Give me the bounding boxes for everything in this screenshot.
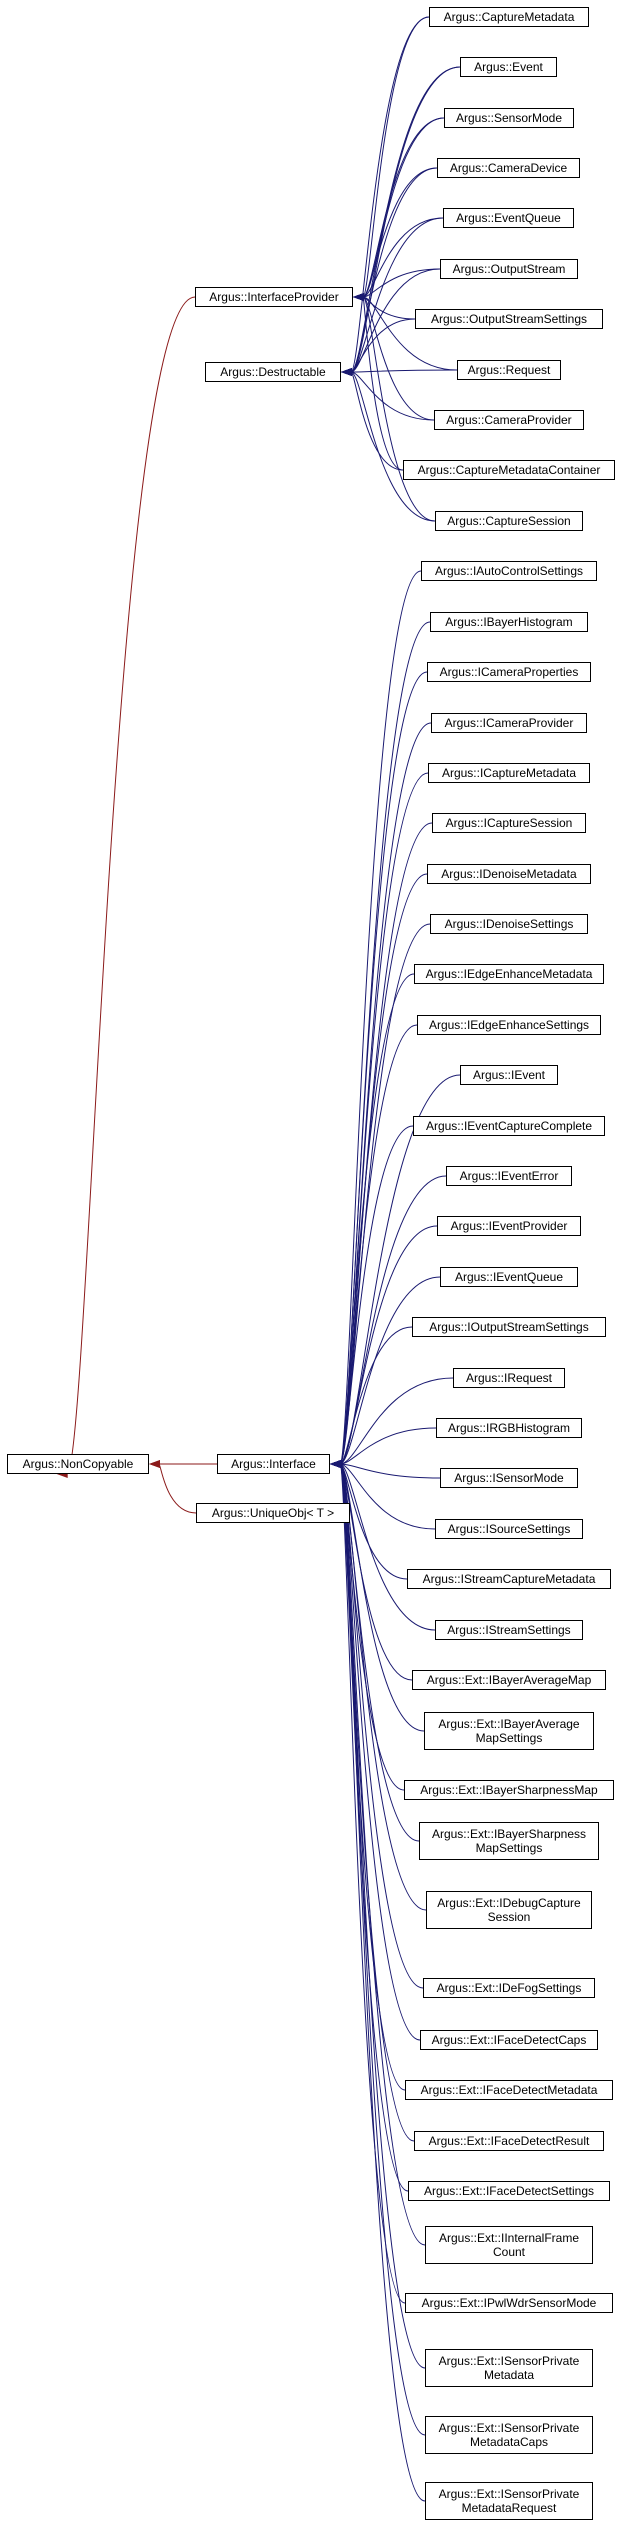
edge-ext-i-sensor-private-metadata-request-to-interface — [339, 1463, 426, 2502]
edge-camera-provider-to-destructable — [350, 371, 435, 421]
edge-request-to-interface-provider — [362, 296, 458, 371]
edge-i-output-stream-settings-to-interface — [339, 1326, 413, 1465]
node-i-event-capture-complete[interactable]: Argus::IEventCaptureComplete — [413, 1116, 605, 1136]
edge-i-source-settings-to-interface — [339, 1463, 436, 1530]
edge-event-queue-to-interface-provider — [362, 217, 444, 298]
edge-interface-provider-to-noncopyable — [66, 296, 196, 1475]
edge-capture-session-to-destructable — [350, 371, 436, 522]
node-i-capture-metadata[interactable]: Argus::ICaptureMetadata — [428, 763, 590, 783]
node-ext-i-face-detect-caps[interactable]: Argus::Ext::IFaceDetectCaps — [420, 2030, 598, 2050]
node-ext-i-bayer-average-map-settings[interactable]: Argus::Ext::IBayerAverage MapSettings — [424, 1712, 594, 1750]
node-i-capture-session[interactable]: Argus::ICaptureSession — [432, 813, 586, 833]
node-i-output-stream-settings[interactable]: Argus::IOutputStreamSettings — [412, 1317, 606, 1337]
arrowhead-capture-session-to-interface-provider — [353, 293, 364, 301]
node-uniqueobj[interactable]: Argus::UniqueObj< T > — [196, 1503, 350, 1523]
node-i-edge-enhance-settings[interactable]: Argus::IEdgeEnhanceSettings — [417, 1015, 601, 1035]
node-i-request[interactable]: Argus::IRequest — [453, 1368, 565, 1388]
node-i-denoise-metadata[interactable]: Argus::IDenoiseMetadata — [427, 864, 591, 884]
node-i-edge-enhance-metadata[interactable]: Argus::IEdgeEnhanceMetadata — [414, 964, 604, 984]
node-output-stream-settings[interactable]: Argus::OutputStreamSettings — [415, 309, 603, 329]
edge-uniqueobj-to-noncopyable — [158, 1463, 197, 1514]
node-ext-i-sensor-private-metadata[interactable]: Argus::Ext::ISensorPrivate Metadata — [425, 2349, 593, 2387]
node-interface-provider[interactable]: Argus::InterfaceProvider — [195, 287, 353, 307]
edge-output-stream-settings-to-destructable — [350, 318, 416, 373]
edge-capture-metadata-container-to-destructable — [350, 371, 404, 471]
node-interface[interactable]: Argus::Interface — [217, 1454, 330, 1474]
edge-output-stream-to-interface-provider — [362, 268, 441, 298]
node-camera-provider[interactable]: Argus::CameraProvider — [434, 410, 584, 430]
node-i-bayer-histogram[interactable]: Argus::IBayerHistogram — [430, 612, 588, 632]
edge-capture-metadata-container-to-interface-provider — [362, 296, 404, 471]
edge-capture-metadata-to-interface-provider — [362, 16, 430, 298]
edge-request-to-destructable — [350, 369, 458, 373]
arrowhead-uniqueobj-to-noncopyable — [149, 1460, 160, 1468]
node-i-denoise-settings[interactable]: Argus::IDenoiseSettings — [430, 914, 588, 934]
node-i-rgb-histogram[interactable]: Argus::IRGBHistogram — [436, 1418, 582, 1438]
edge-camera-device-to-destructable — [350, 167, 438, 373]
edge-i-stream-settings-to-interface — [339, 1463, 436, 1631]
node-ext-i-sensor-private-metadata-request[interactable]: Argus::Ext::ISensorPrivate MetadataReque… — [425, 2482, 593, 2520]
edge-capture-session-to-interface-provider — [362, 296, 436, 522]
node-destructable[interactable]: Argus::Destructable — [205, 362, 341, 382]
node-i-camera-properties[interactable]: Argus::ICameraProperties — [427, 662, 591, 682]
node-noncopyable[interactable]: Argus::NonCopyable — [7, 1454, 149, 1474]
node-output-stream[interactable]: Argus::OutputStream — [440, 259, 578, 279]
node-i-auto-control-settings[interactable]: Argus::IAutoControlSettings — [421, 561, 597, 581]
arrowhead-ext-i-sensor-private-metadata-request-to-interface — [330, 1460, 341, 1468]
edge-capture-metadata-to-destructable — [350, 16, 430, 373]
edge-i-event-queue-to-interface — [339, 1276, 441, 1465]
node-capture-session[interactable]: Argus::CaptureSession — [435, 511, 583, 531]
node-capture-metadata-container[interactable]: Argus::CaptureMetadataContainer — [403, 460, 615, 480]
arrowhead-capture-session-to-destructable — [341, 368, 352, 376]
edge-output-stream-to-destructable — [350, 268, 441, 373]
node-i-source-settings[interactable]: Argus::ISourceSettings — [435, 1519, 583, 1539]
edge-ext-i-face-detect-result-to-interface — [339, 1463, 415, 2142]
edge-ext-i-bayer-average-map-settings-to-interface — [339, 1463, 425, 1732]
node-event-queue[interactable]: Argus::EventQueue — [443, 208, 574, 228]
edge-i-request-to-interface — [339, 1377, 454, 1465]
node-ext-i-bayer-sharpness-map-settings[interactable]: Argus::Ext::IBayerSharpness MapSettings — [419, 1822, 599, 1860]
edge-i-rgb-histogram-to-interface — [339, 1427, 437, 1465]
edge-camera-provider-to-interface-provider — [362, 296, 435, 421]
edge-i-event-provider-to-interface — [339, 1225, 438, 1465]
edge-i-auto-control-settings-to-interface — [339, 570, 422, 1465]
edge-ext-i-defog-settings-to-interface — [339, 1463, 424, 1989]
edge-ext-i-sensor-private-metadata-caps-to-interface — [339, 1463, 426, 2436]
edge-sensor-mode-to-destructable — [350, 117, 445, 373]
node-i-stream-capture-metadata[interactable]: Argus::IStreamCaptureMetadata — [407, 1569, 611, 1589]
edge-i-event-capture-complete-to-interface — [339, 1125, 414, 1465]
node-capture-metadata[interactable]: Argus::CaptureMetadata — [429, 7, 589, 27]
node-sensor-mode[interactable]: Argus::SensorMode — [444, 108, 574, 128]
edge-i-edge-enhance-settings-to-interface — [339, 1024, 418, 1465]
edge-i-denoise-metadata-to-interface — [339, 873, 428, 1465]
node-i-stream-settings[interactable]: Argus::IStreamSettings — [435, 1620, 583, 1640]
node-i-event-queue[interactable]: Argus::IEventQueue — [440, 1267, 578, 1287]
node-i-event-error[interactable]: Argus::IEventError — [446, 1166, 572, 1186]
node-ext-i-pwl-wdr-sensor-mode[interactable]: Argus::Ext::IPwlWdrSensorMode — [405, 2293, 613, 2313]
node-i-sensor-mode[interactable]: Argus::ISensorMode — [440, 1468, 578, 1488]
node-ext-i-face-detect-settings[interactable]: Argus::Ext::IFaceDetectSettings — [408, 2181, 610, 2201]
node-request[interactable]: Argus::Request — [457, 360, 561, 380]
node-i-event[interactable]: Argus::IEvent — [460, 1065, 558, 1085]
node-event[interactable]: Argus::Event — [460, 57, 557, 77]
node-camera-device[interactable]: Argus::CameraDevice — [437, 158, 580, 178]
edge-i-sensor-mode-to-interface — [339, 1463, 441, 1479]
node-i-camera-provider[interactable]: Argus::ICameraProvider — [431, 713, 587, 733]
node-ext-i-face-detect-metadata[interactable]: Argus::Ext::IFaceDetectMetadata — [405, 2080, 613, 2100]
node-ext-i-bayer-sharpness-map[interactable]: Argus::Ext::IBayerSharpnessMap — [404, 1780, 614, 1800]
node-ext-i-sensor-private-metadata-caps[interactable]: Argus::Ext::ISensorPrivate MetadataCaps — [425, 2416, 593, 2454]
node-ext-i-face-detect-result[interactable]: Argus::Ext::IFaceDetectResult — [414, 2131, 604, 2151]
node-ext-i-bayer-average-map[interactable]: Argus::Ext::IBayerAverageMap — [412, 1670, 606, 1690]
edge-ext-i-debug-capture-session-to-interface — [339, 1463, 427, 1911]
node-ext-i-debug-capture-session[interactable]: Argus::Ext::IDebugCapture Session — [426, 1891, 592, 1929]
node-ext-i-internal-frame-count[interactable]: Argus::Ext::IInternalFrame Count — [425, 2226, 593, 2264]
node-ext-i-defog-settings[interactable]: Argus::Ext::IDeFogSettings — [423, 1978, 595, 1998]
node-i-event-provider[interactable]: Argus::IEventProvider — [437, 1216, 581, 1236]
